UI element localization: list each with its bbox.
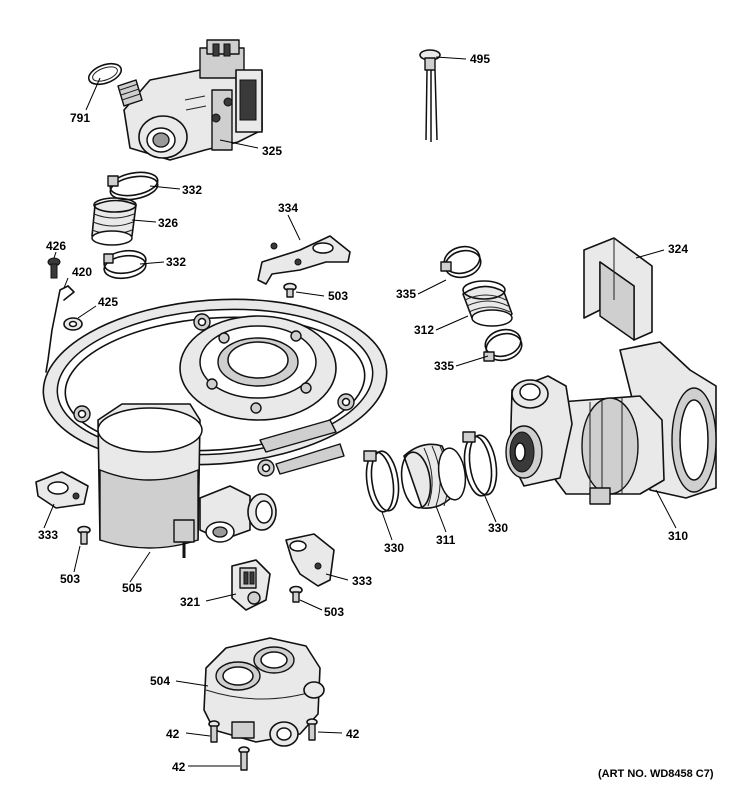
label-42-right[interactable]: 42 bbox=[346, 727, 360, 741]
part-332-clamp-upper[interactable] bbox=[107, 169, 160, 203]
part-330-clamp-left[interactable] bbox=[363, 449, 402, 513]
part-426-screw[interactable] bbox=[47, 257, 61, 279]
part-503-screw-center[interactable] bbox=[289, 585, 303, 603]
part-333-bracket-left[interactable] bbox=[35, 471, 89, 509]
part-321-diverter-motor[interactable] bbox=[231, 559, 271, 611]
label-326[interactable]: 326 bbox=[158, 216, 178, 230]
label-324[interactable]: 324 bbox=[668, 242, 688, 256]
label-420[interactable]: 420 bbox=[72, 265, 92, 279]
label-330-left[interactable]: 330 bbox=[384, 541, 404, 555]
part-42-screw-bottom[interactable] bbox=[238, 746, 250, 771]
part-425-washer[interactable] bbox=[63, 317, 83, 331]
part-335-clamp-lower[interactable] bbox=[482, 326, 525, 364]
label-42-left[interactable]: 42 bbox=[166, 727, 180, 741]
part-330-clamp-right[interactable] bbox=[461, 431, 500, 498]
part-42-screw-right[interactable] bbox=[306, 718, 318, 741]
part-312-hose[interactable] bbox=[462, 280, 513, 327]
part-505-sump-tub[interactable] bbox=[38, 288, 393, 558]
part-791-clamp-ring[interactable] bbox=[86, 60, 124, 89]
label-310[interactable]: 310 bbox=[668, 529, 688, 543]
label-311[interactable]: 311 bbox=[436, 533, 456, 547]
label-330-right[interactable]: 330 bbox=[488, 521, 508, 535]
part-420-retainer-wire[interactable] bbox=[45, 285, 75, 373]
leader-lines bbox=[43, 56, 677, 767]
part-504-sump-manifold[interactable] bbox=[203, 637, 325, 747]
label-42-bottom[interactable]: 42 bbox=[172, 760, 186, 774]
label-791[interactable]: 791 bbox=[70, 111, 90, 125]
label-334[interactable]: 334 bbox=[278, 201, 298, 215]
label-503-center[interactable]: 503 bbox=[324, 605, 344, 619]
label-425[interactable]: 425 bbox=[98, 295, 118, 309]
label-333-left[interactable]: 333 bbox=[38, 528, 58, 542]
part-324-shield-cover[interactable] bbox=[583, 237, 653, 341]
part-325-pump-assembly[interactable] bbox=[117, 39, 263, 161]
label-312[interactable]: 312 bbox=[414, 323, 434, 337]
label-426[interactable]: 426 bbox=[46, 239, 66, 253]
label-335-lower[interactable]: 335 bbox=[434, 359, 454, 373]
part-332-clamp-lower[interactable] bbox=[103, 248, 148, 281]
part-42-screw-left[interactable] bbox=[208, 720, 220, 743]
label-335-upper[interactable]: 335 bbox=[396, 287, 416, 301]
label-321[interactable]: 321 bbox=[180, 595, 200, 609]
label-332-upper[interactable]: 332 bbox=[182, 183, 202, 197]
label-333-center[interactable]: 333 bbox=[352, 574, 372, 588]
part-311-boot[interactable] bbox=[398, 443, 468, 509]
part-333-bracket-center[interactable] bbox=[285, 533, 335, 587]
part-503-screw-left[interactable] bbox=[77, 525, 91, 545]
label-495[interactable]: 495 bbox=[470, 52, 490, 66]
label-505[interactable]: 505 bbox=[122, 581, 142, 595]
part-310-wash-pump-motor[interactable] bbox=[505, 341, 717, 505]
part-326-hose-boot[interactable] bbox=[91, 197, 137, 246]
part-335-clamp-upper[interactable] bbox=[440, 243, 484, 281]
art-number: (ART NO. WD8458 C7) bbox=[598, 768, 714, 780]
part-503-screw-upper[interactable] bbox=[283, 282, 297, 298]
part-495-sensor-probe[interactable] bbox=[419, 49, 441, 142]
part-334-bracket[interactable] bbox=[257, 235, 351, 285]
part-labels: 791 325 495 332 326 332 334 426 420 425 … bbox=[38, 52, 688, 774]
label-504[interactable]: 504 bbox=[150, 674, 170, 688]
label-503-upper[interactable]: 503 bbox=[328, 289, 348, 303]
label-325[interactable]: 325 bbox=[262, 144, 282, 158]
label-503-left[interactable]: 503 bbox=[60, 572, 80, 586]
label-332-lower[interactable]: 332 bbox=[166, 255, 186, 269]
